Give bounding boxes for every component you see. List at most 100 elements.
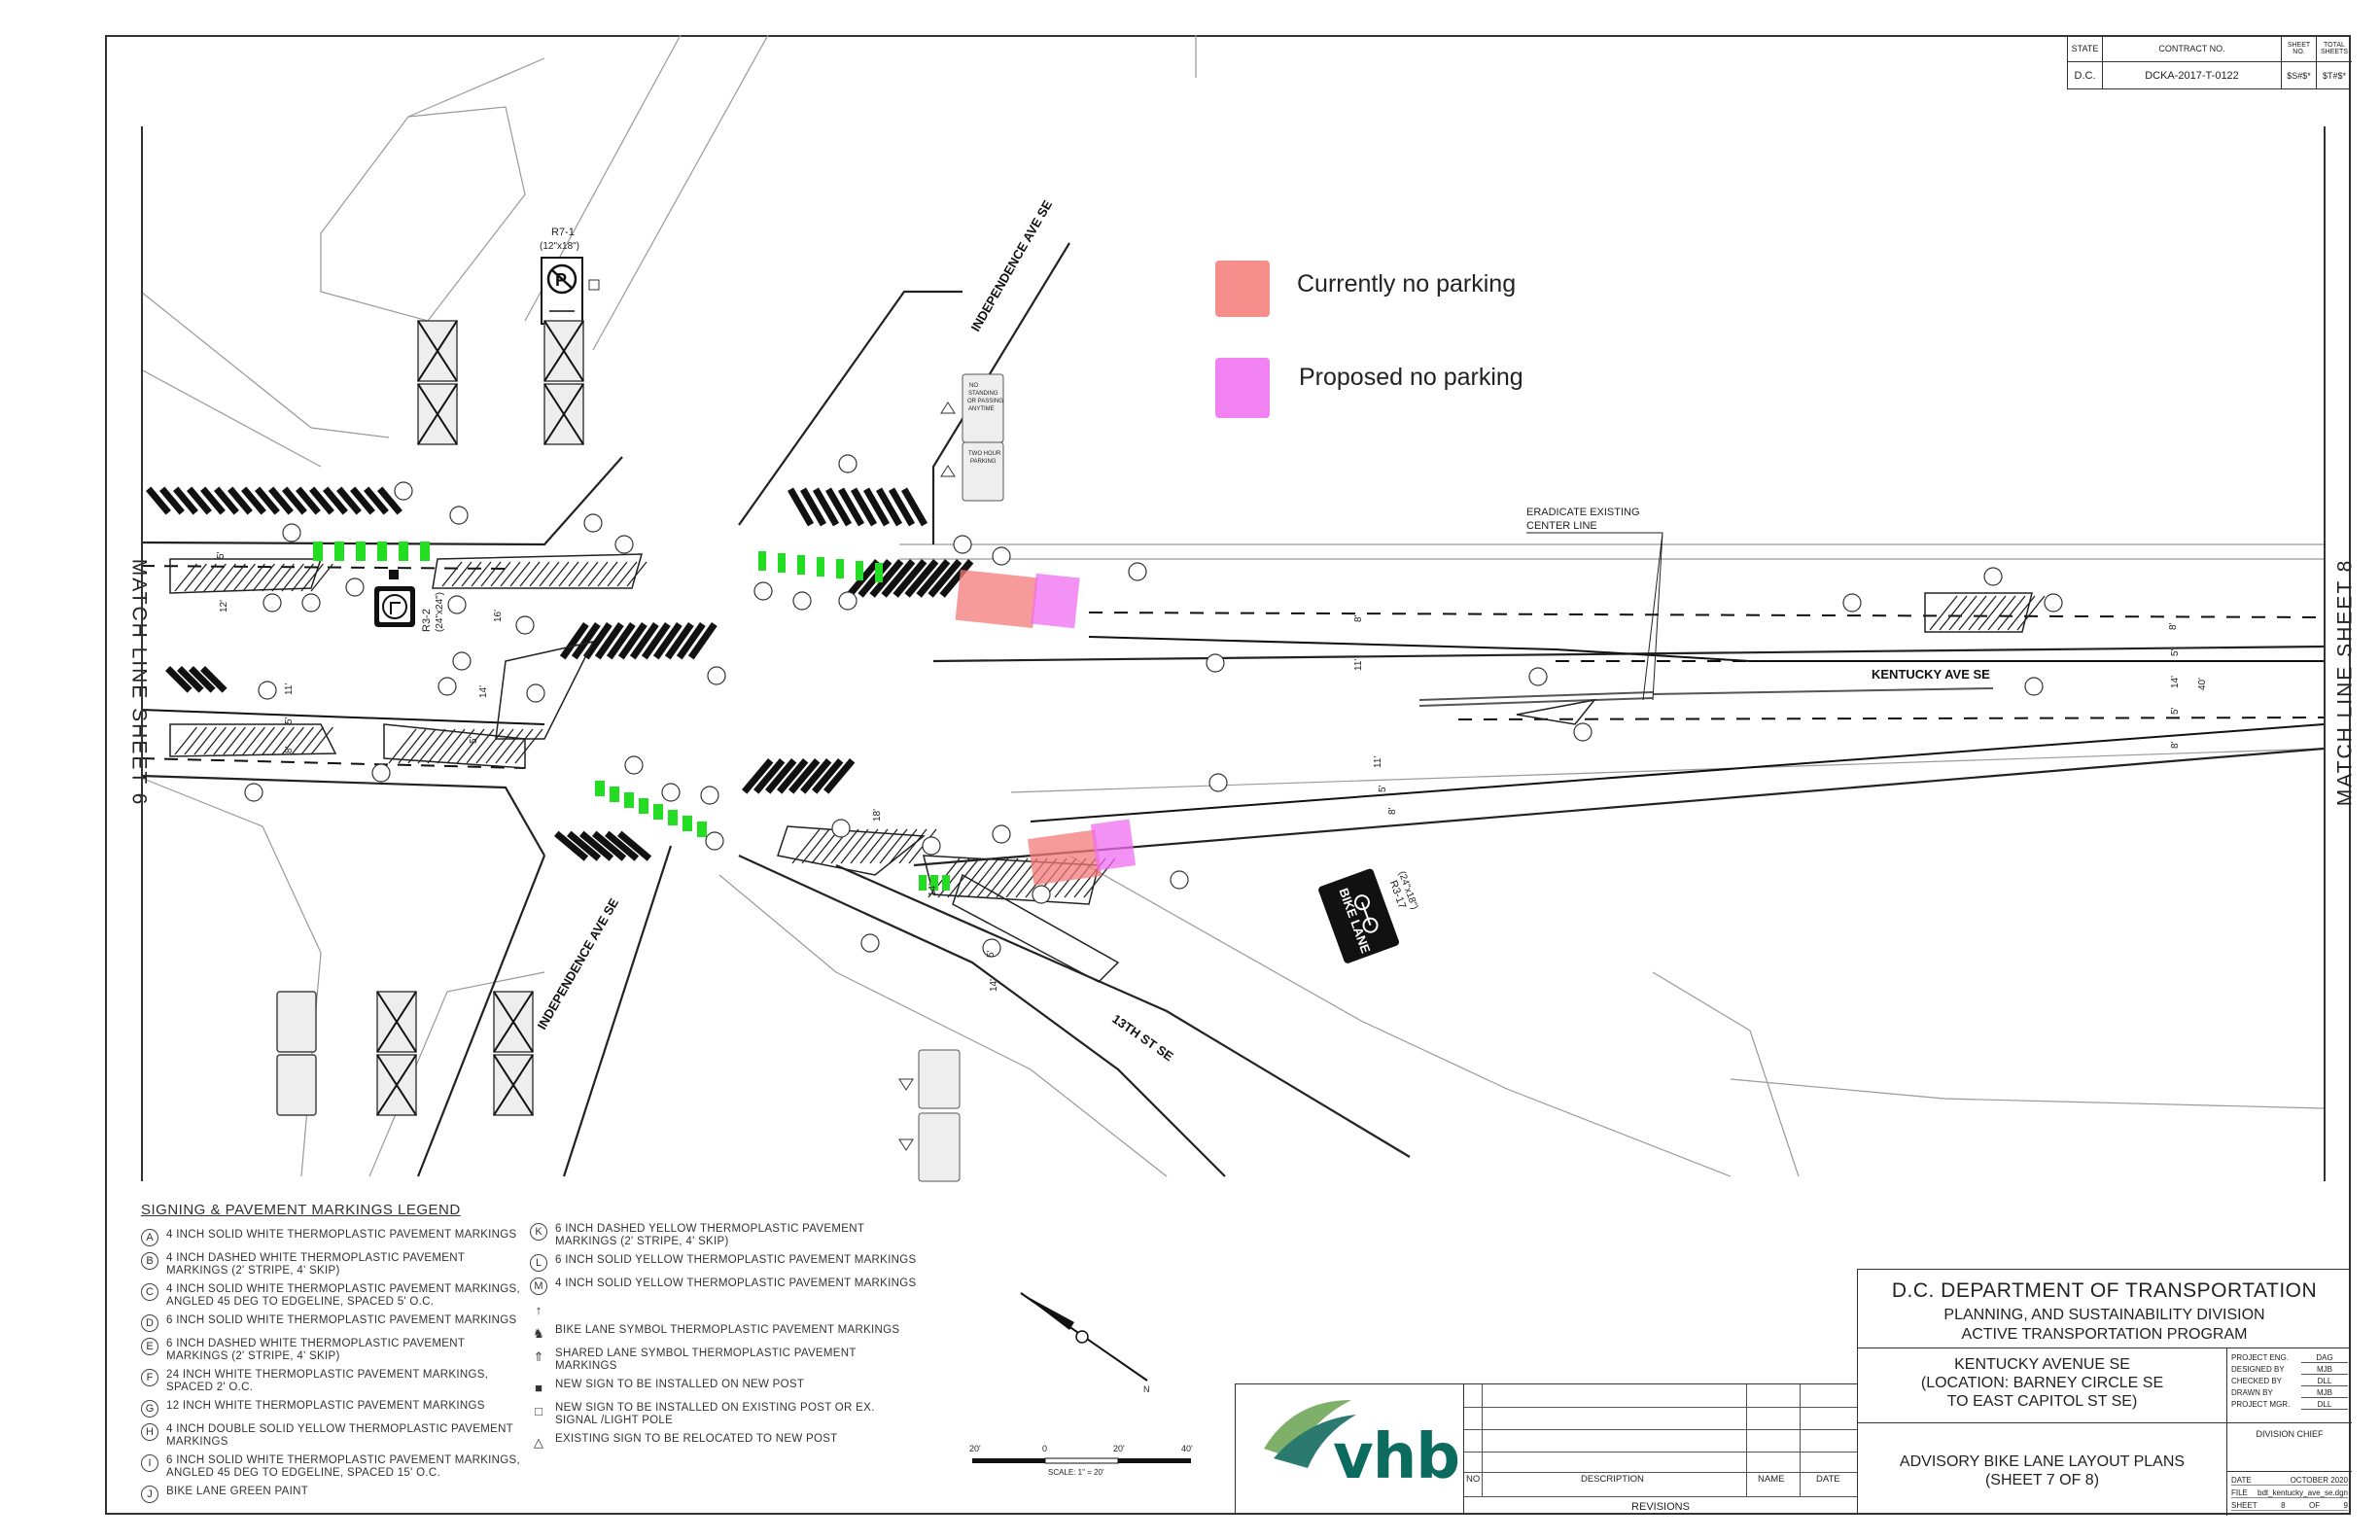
crosswalk-bar <box>858 559 892 598</box>
tb-agency: D.C. DEPARTMENT OF TRANSPORTATION PLANNI… <box>1858 1270 2351 1348</box>
date-value: OCTOBER 2020 <box>2290 1476 2348 1485</box>
crosswalk-bar <box>753 758 786 794</box>
dimension-label: 5' <box>1378 785 1388 792</box>
dimension-label: 11' <box>1373 756 1383 768</box>
hatch-line <box>291 563 314 592</box>
title-block: D.C. DEPARTMENT OF TRANSPORTATION PLANNI… <box>1857 1269 2352 1516</box>
green-paint-block <box>697 822 707 837</box>
legend-item: □NEW SIGN TO BE INSTALLED ON EXISTING PO… <box>530 1402 919 1427</box>
checked-by-label: CHECKED BY <box>2231 1377 2283 1385</box>
legend-text: 4 INCH SOLID WHITE THERMOPLASTIC PAVEMEN… <box>166 1229 517 1241</box>
callout-marker <box>301 593 321 612</box>
street-label-independence-north: INDEPENDENCE AVE SE <box>968 197 1056 333</box>
crosswalk-bar <box>189 666 216 693</box>
match-line-right: MATCH LINE SHEET 8 <box>2333 558 2357 807</box>
state-contract-block: STATE CONTRACT NO. SHEET NO. TOTAL SHEET… <box>2067 35 2352 89</box>
green-paint-block <box>758 551 766 571</box>
hatch-line <box>252 726 275 755</box>
hatch-line <box>407 728 437 764</box>
project-eng-label: PROJECT ENG. <box>2231 1353 2289 1362</box>
sheet-label: SHEET <box>2231 1501 2258 1510</box>
crosswalk-bar <box>228 486 253 515</box>
legend-key-c: C <box>141 1283 158 1301</box>
callout-marker <box>1206 653 1225 673</box>
callout-marker <box>700 786 719 805</box>
crosswalk-bar <box>281 486 307 515</box>
legend-item: ⇑SHARED LANE SYMBOL THERMOPLASTIC PAVEME… <box>530 1348 919 1373</box>
dimension-label: 5' <box>284 717 295 724</box>
callout-marker <box>371 763 391 783</box>
callout-marker <box>262 593 282 612</box>
hatch-line <box>509 561 531 587</box>
hatch-line <box>607 561 628 587</box>
hatch-line <box>262 563 285 592</box>
project-eng-value: DAG <box>2301 1353 2348 1363</box>
crosswalk-bar <box>335 486 362 515</box>
eradicate-note-line1: ERADICATE EXISTING <box>1526 507 1640 518</box>
dimension-label: 18' <box>872 809 883 822</box>
callout-marker <box>282 523 301 542</box>
crosswalk-bar <box>241 486 266 515</box>
legend-key-h: H <box>141 1423 158 1441</box>
crosswalk-bar <box>652 622 682 660</box>
callout-marker <box>438 677 457 696</box>
hatch-line <box>427 728 456 764</box>
rev-col-name: NAME <box>1758 1474 1785 1485</box>
contract-value: DCKA-2017-T-0122 <box>2103 62 2282 89</box>
project-mgr-value: DLL <box>2301 1400 2348 1410</box>
crosswalk-bar <box>554 830 589 861</box>
hatch-line <box>242 726 265 755</box>
project-mgr-label: PROJECT MGR. <box>2231 1400 2291 1409</box>
hatch-line <box>310 726 333 755</box>
sheet-title-line1: ADVISORY BIKE LANE LAYOUT PLANS <box>1899 1453 2186 1470</box>
legend-key-g: G <box>141 1400 158 1418</box>
hatch-line <box>461 561 482 587</box>
legend-key-i: I <box>141 1454 158 1472</box>
arrow-icon: ↑ <box>535 1302 542 1317</box>
hatch-line <box>451 561 472 587</box>
vhb-logo: vhb <box>1333 1421 1460 1493</box>
hatch-line <box>271 563 295 592</box>
proposed-no-parking-zone-south <box>1090 819 1137 871</box>
hatch-line <box>1997 595 2026 631</box>
hatch-line <box>252 563 275 592</box>
legend-key-m: M <box>530 1278 547 1295</box>
hatch-line <box>271 726 295 755</box>
hatch-line <box>830 828 859 864</box>
hatch-line <box>801 828 830 864</box>
north-label: N <box>1143 1384 1150 1394</box>
hatch-line <box>986 858 1019 898</box>
hatch-line <box>539 561 560 587</box>
green-paint-block <box>624 792 634 808</box>
legend-title: SIGNING & PAVEMENT MARKINGS LEGEND <box>141 1202 461 1218</box>
callout-marker <box>838 454 858 473</box>
hatch-line <box>281 726 304 755</box>
total-sheets-value: $T#$* <box>2322 71 2347 81</box>
legend-key-f: F <box>141 1369 158 1386</box>
bike-icon: ♞ <box>533 1325 544 1341</box>
hatch-line <box>475 728 505 764</box>
crosswalk-bar <box>159 486 185 515</box>
crosswalk-layer <box>145 486 974 861</box>
crosswalk-bar <box>177 666 204 693</box>
legend-text: 4 INCH DASHED WHITE THERMOPLASTIC PAVEME… <box>166 1252 465 1277</box>
crosswalk-bar <box>641 622 671 660</box>
division-name: PLANNING, AND SUSTAINABILITY DIVISION <box>1943 1307 2265 1323</box>
callout-marker <box>452 651 472 671</box>
hatch-line <box>1987 595 2016 631</box>
dimension-label: 5' <box>2170 707 2181 715</box>
hatch-line <box>441 561 463 587</box>
proposed-no-parking-zone-north <box>1031 573 1080 629</box>
hatch-line <box>300 563 324 592</box>
green-paint-block <box>856 561 863 580</box>
hatch-line <box>578 561 599 587</box>
hatch-line <box>300 726 324 755</box>
callout-marker <box>1170 870 1189 890</box>
crosswalk-bar <box>777 758 809 794</box>
tb-project: KENTUCKY AVENUE SE (LOCATION: BARNEY CIR… <box>1858 1348 2227 1423</box>
